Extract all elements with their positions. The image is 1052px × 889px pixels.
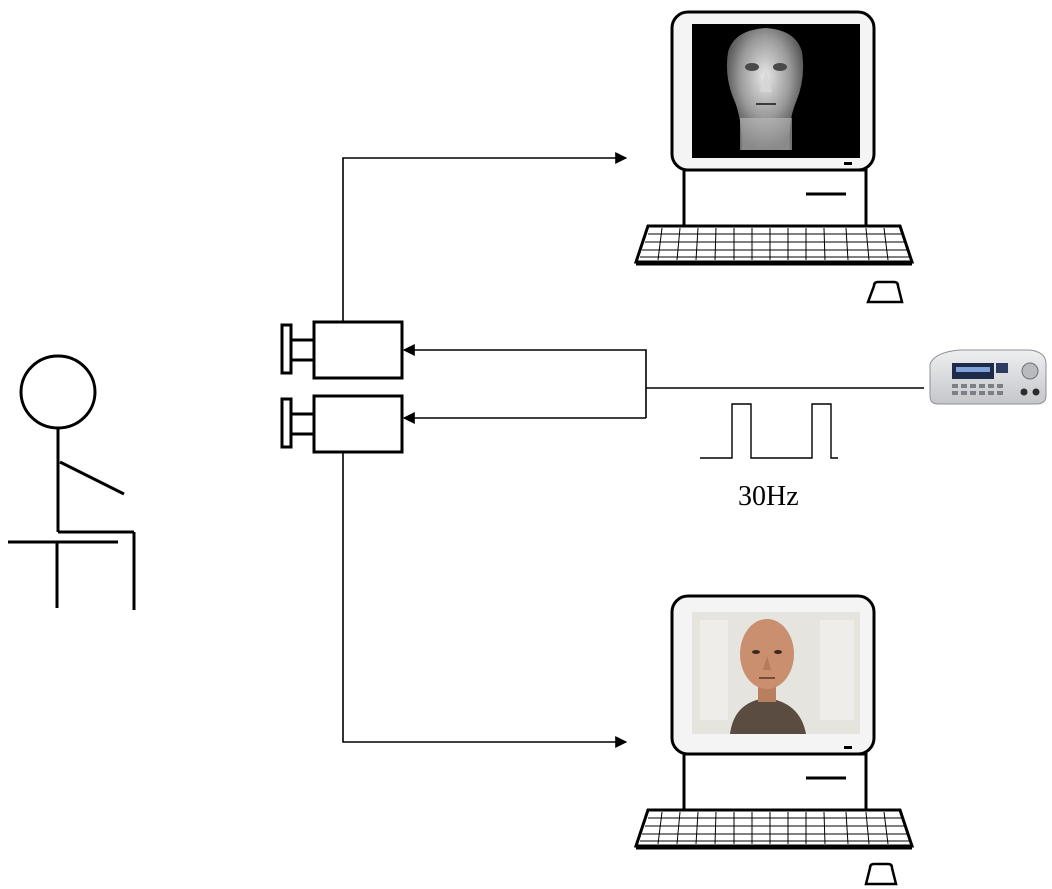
head bbox=[19, 354, 97, 430]
thermal-output-arrow bbox=[342, 152, 628, 322]
trigger-lines bbox=[402, 344, 924, 424]
thermal-camera-icon bbox=[280, 320, 404, 380]
thermal-computer-icon bbox=[633, 10, 915, 304]
subject-stick-figure-icon bbox=[8, 354, 136, 610]
mouse-icon bbox=[866, 280, 904, 304]
visible-face-image bbox=[692, 612, 860, 734]
mouse-icon bbox=[864, 862, 898, 886]
frequency-label: 30Hz bbox=[738, 481, 799, 512]
square-wave-icon bbox=[700, 403, 838, 459]
visible-camera-icon bbox=[280, 394, 404, 454]
visible-output-arrow bbox=[342, 452, 628, 748]
thermal-face-image bbox=[726, 28, 804, 150]
visible-computer-icon bbox=[633, 594, 915, 886]
function-generator-icon bbox=[929, 349, 1047, 405]
